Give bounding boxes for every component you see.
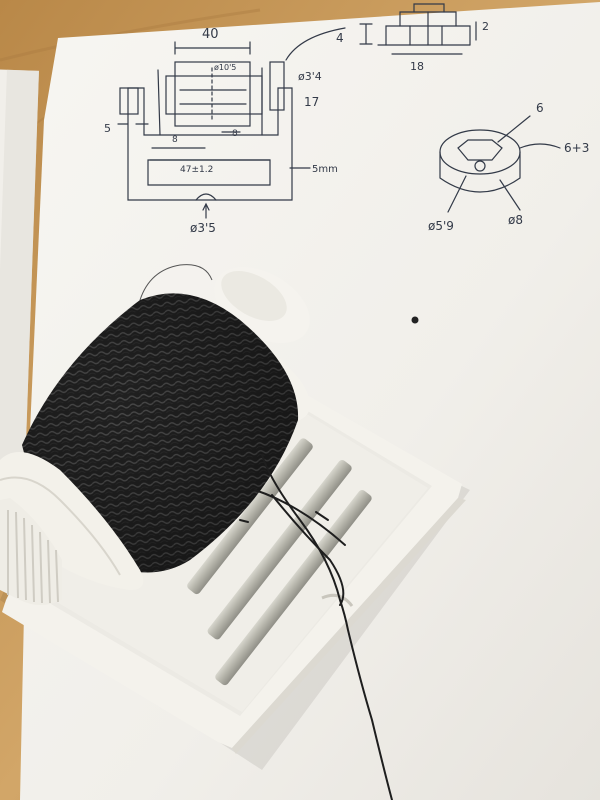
label-2: 2: [482, 20, 489, 33]
loose-thread: [239, 454, 393, 800]
label-inner-width: 47±1.2: [180, 165, 213, 175]
debris-dot: [411, 316, 419, 324]
label-d3-5: ø3'5: [190, 221, 216, 235]
rod-3: [215, 490, 372, 686]
label-5-left: 5: [104, 122, 111, 135]
pencil-doodle: [139, 264, 213, 301]
label-17: 17: [304, 95, 319, 109]
rod-2: [207, 460, 352, 640]
label-d8: ø8: [508, 213, 523, 227]
label-4: 4: [336, 31, 344, 45]
label-d3-4: ø3'4: [298, 70, 322, 83]
label-18: 18: [410, 60, 424, 73]
label-5mm: 5mm: [312, 164, 338, 175]
label-6: 6: [536, 101, 544, 115]
technical-sketch: [117, 3, 561, 219]
label-8-a: 8: [172, 135, 178, 145]
rod-1: [187, 438, 313, 595]
label-8-b: 8: [232, 129, 238, 139]
metal-rods: [187, 438, 372, 686]
thread-spool: [0, 293, 310, 605]
sketch-labels: 40 ø10'5 ø3'4 17 5 8 8 47±1.2 5mm ø3'5 4…: [104, 20, 589, 235]
label-d5-9: ø5'9: [428, 219, 454, 233]
label-hole-diameter: ø10'5: [214, 63, 236, 72]
label-6-plus-3: 6+3: [564, 141, 589, 155]
label-width-40: 40: [202, 27, 219, 42]
